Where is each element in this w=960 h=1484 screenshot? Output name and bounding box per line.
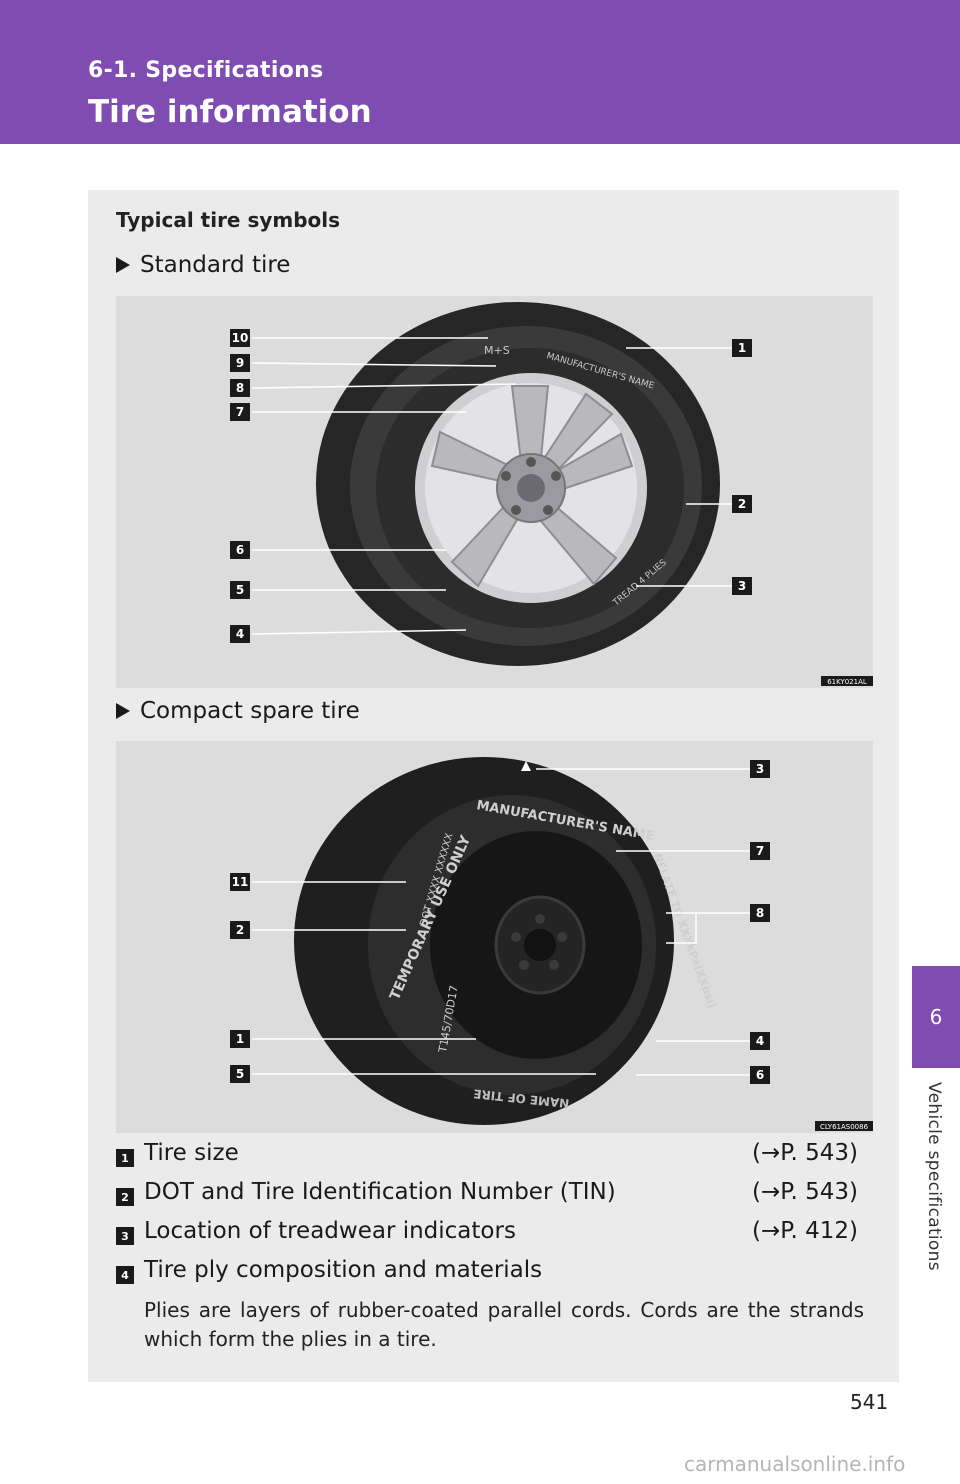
spare-callout-2: 2 [236, 923, 244, 937]
callout-6: 6 [236, 543, 244, 557]
spare-callout-8: 8 [756, 906, 764, 920]
spare-tire-illustration: MANUFACTURER'S NAME TEMPORARY USE ONLY I… [116, 741, 873, 1133]
page-reference-link[interactable]: (→P. 543) [751, 1140, 858, 1166]
item-description: Plies are layers of rubber-coated parall… [144, 1298, 864, 1351]
spare-image-code: CLY61AS0086 [820, 1123, 869, 1131]
spare-tire-heading: Compact spare tire [116, 698, 360, 724]
callout-9: 9 [236, 356, 244, 370]
chapter-title: Vehicle specifications [924, 1082, 944, 1271]
section-label: 6-1. Specifications [88, 58, 324, 83]
page-title: Tire information [88, 94, 372, 130]
page-number: 541 [850, 1390, 889, 1414]
callout-7: 7 [236, 405, 244, 419]
item-text: Tire ply composition and materials [144, 1257, 543, 1283]
item-number: 3 [116, 1227, 134, 1245]
standard-tire-illustration: M+S MANUFACTURER'S NAME TREAD 4 PLIES 10… [116, 296, 873, 688]
item-text: Location of treadwear indicators [144, 1218, 516, 1244]
item-text: DOT and Tire Identification Number (TIN) [144, 1179, 616, 1205]
item-number: 1 [116, 1149, 134, 1167]
chapter-tab[interactable]: 6 [912, 966, 960, 1068]
spare-callout-7: 7 [756, 844, 764, 858]
callout-1: 1 [738, 341, 746, 355]
page-header: 6-1. Specifications Tire information [0, 0, 960, 144]
callout-5: 5 [236, 583, 244, 597]
spare-callout-11: 11 [232, 875, 249, 889]
spare-callout-4: 4 [756, 1034, 764, 1048]
spare-callout-6: 6 [756, 1068, 764, 1082]
list-item: 2 DOT and Tire Identification Number (TI… [116, 1179, 858, 1211]
item-number: 4 [116, 1266, 134, 1284]
callout-10: 10 [232, 331, 249, 345]
callout-8: 8 [236, 381, 244, 395]
watermark: carmanualsonline.info [684, 1452, 906, 1476]
list-item: 4 Tire ply composition and materials [116, 1257, 858, 1289]
sidewall-text-ms: M+S [484, 344, 510, 357]
callout-4: 4 [236, 627, 244, 641]
triangle-bullet-icon [116, 257, 130, 273]
callout-2: 2 [738, 497, 746, 511]
standard-tire-heading-text: Standard tire [140, 252, 291, 278]
spare-callout-1: 1 [236, 1032, 244, 1046]
box-title: Typical tire symbols [116, 208, 341, 232]
spare-tire-heading-text: Compact spare tire [140, 698, 360, 724]
page-reference-link[interactable]: (→P. 412) [751, 1218, 858, 1244]
list-item: 3 Location of treadwear indicators (→P. … [116, 1218, 858, 1250]
page-reference-link[interactable]: (→P. 543) [751, 1179, 858, 1205]
list-item: 1 Tire size (→P. 543) [116, 1140, 858, 1172]
triangle-bullet-icon [116, 703, 130, 719]
chapter-number: 6 [929, 1005, 943, 1029]
item-text: Tire size [144, 1140, 239, 1166]
item-number: 2 [116, 1188, 134, 1206]
standard-image-code: 61KY021AL [827, 678, 867, 686]
tire-symbols-box: Typical tire symbols Standard tire [88, 190, 899, 1382]
standard-tire-heading: Standard tire [116, 252, 290, 278]
callout-3: 3 [738, 579, 746, 593]
spare-callout-3: 3 [756, 762, 764, 776]
spare-callout-5: 5 [236, 1067, 244, 1081]
